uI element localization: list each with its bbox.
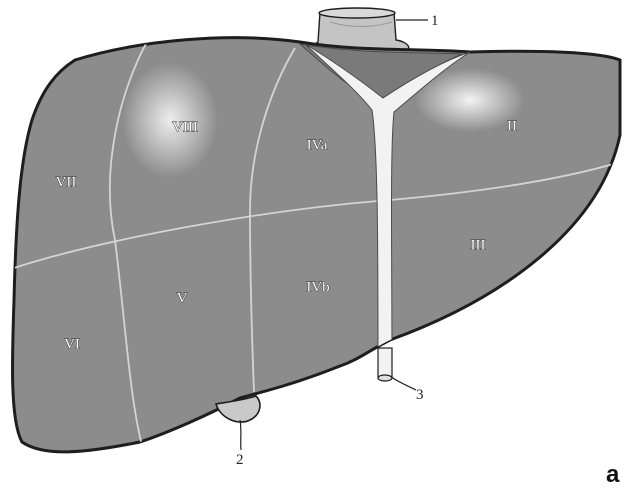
segment-label-viii: VIII [172,119,198,135]
ligamentum-teres [378,348,392,381]
callout-label-3: 3 [416,387,424,403]
callout-label-1: 1 [431,13,439,29]
panel-letter: a [606,461,620,488]
segment-label-vi: VI [64,336,80,352]
segment-label-ivb: IVb [306,279,329,295]
callout-label-2: 2 [236,452,244,468]
leader-2 [240,420,241,450]
segment-label-iii: III [471,237,486,253]
leader-3 [390,376,416,390]
segment-label-iva: IVa [307,137,328,153]
segment-label-ii: II [507,118,517,134]
surface-highlight-left [122,62,218,178]
segment-label-vii: VII [56,174,77,190]
segment-label-v: V [177,290,188,306]
